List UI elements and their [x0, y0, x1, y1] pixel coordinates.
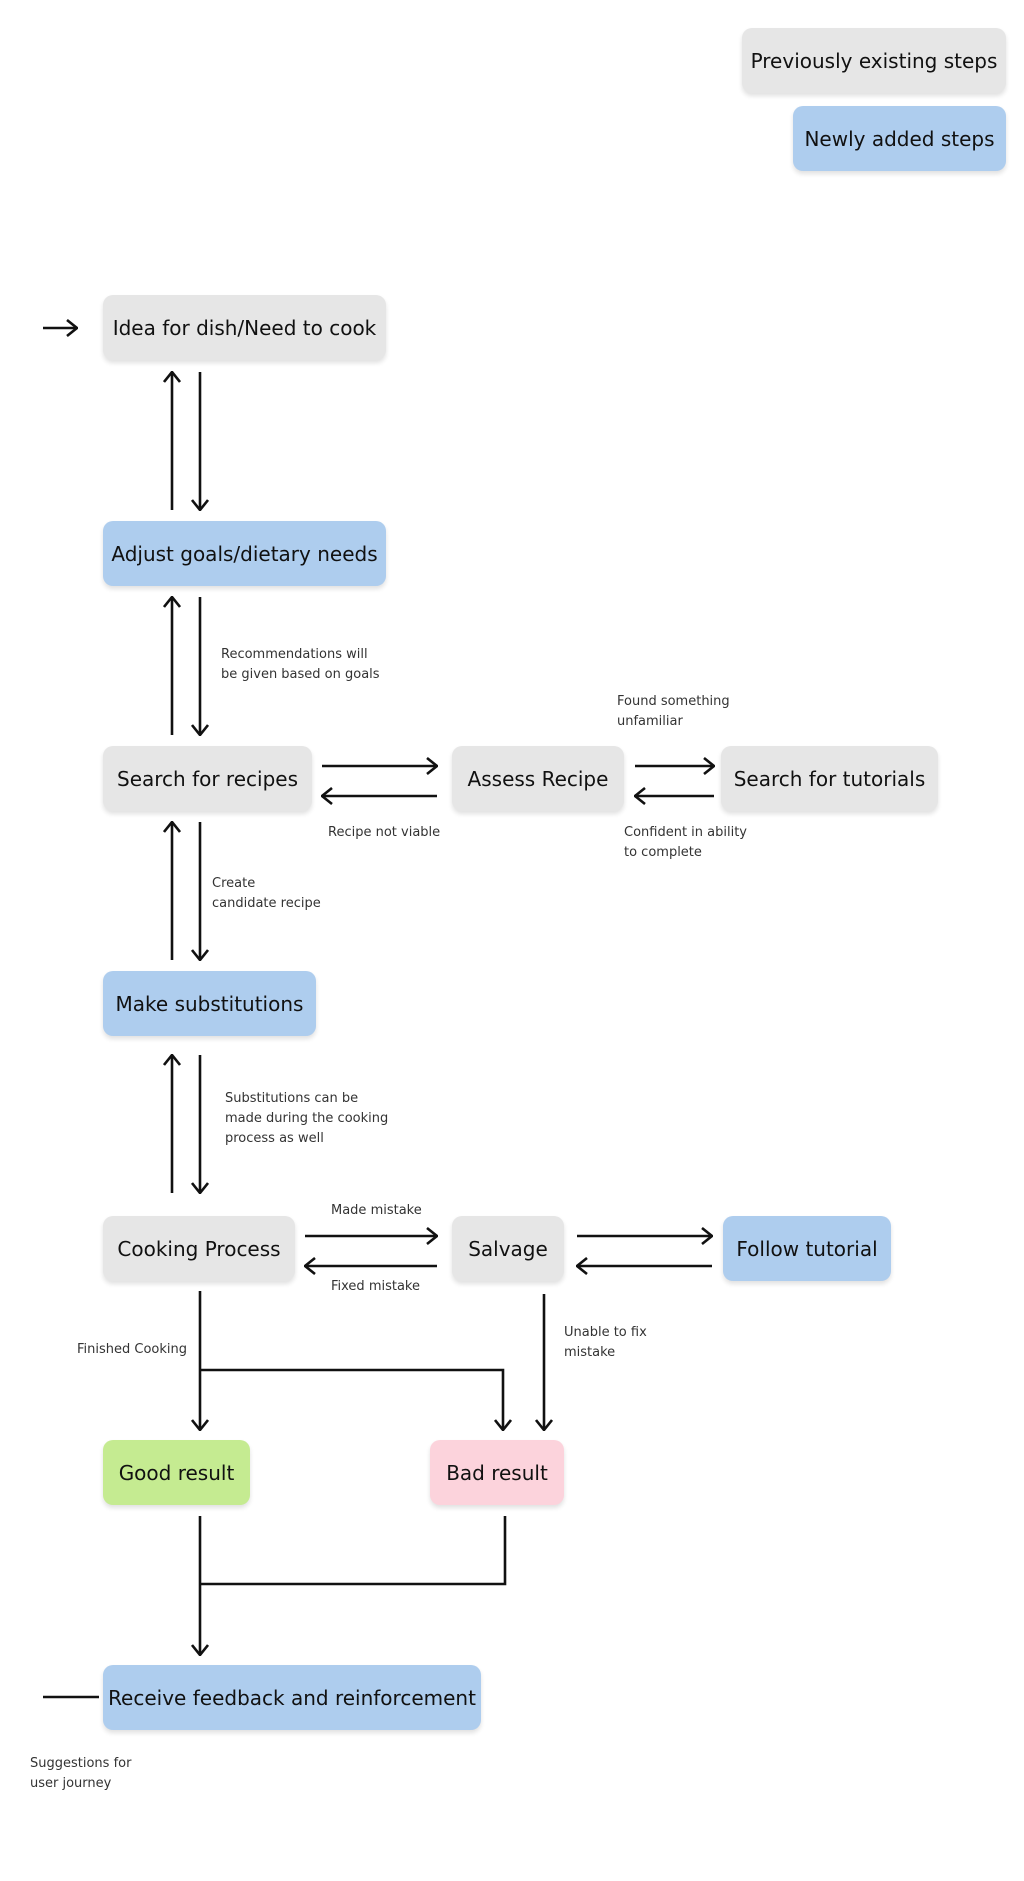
node-idea-label: Idea for dish/Need to cook [112, 315, 377, 340]
label-confident: Confident in ability to complete [624, 825, 748, 860]
label-suggestions: Suggestions for user journey [30, 1756, 132, 1791]
label-found-unfamiliar: Found something unfamiliar [617, 694, 730, 729]
node-make-substitutions[interactable]: Make substitutions [103, 971, 316, 1036]
label-recommendations: Recommendations will be given based on g… [221, 647, 380, 682]
legend-new-label: Newly added steps [804, 126, 995, 151]
node-assess-recipe[interactable]: Assess Recipe [452, 746, 624, 811]
node-adjust-goals[interactable]: Adjust goals/dietary needs [103, 521, 386, 586]
label-recipe-not-viable: Recipe not viable [328, 825, 441, 840]
node-follow-tutorial[interactable]: Follow tutorial [723, 1216, 891, 1281]
label-made-mistake: Made mistake [331, 1203, 422, 1218]
label-substitutions-during: Substitutions can be made during the coo… [225, 1091, 389, 1146]
arrow-cooking-to-bad [200, 1368, 503, 1430]
node-bad-result-label: Bad result [446, 1460, 548, 1485]
node-search-tutorials[interactable]: Search for tutorials [721, 746, 938, 811]
node-feedback[interactable]: Receive feedback and reinforcement [103, 1665, 481, 1730]
node-adjust-goals-label: Adjust goals/dietary needs [111, 541, 378, 566]
node-cooking-process-label: Cooking Process [117, 1236, 281, 1261]
node-search-recipes-label: Search for recipes [117, 766, 298, 791]
node-salvage-label: Salvage [468, 1236, 548, 1261]
line-bad-to-feedback [200, 1516, 507, 1586]
label-finished-cooking: Finished Cooking [77, 1342, 188, 1357]
node-make-substitutions-label: Make substitutions [115, 991, 304, 1016]
legend-new-steps: Newly added steps [793, 106, 1006, 171]
legend-existing-label: Previously existing steps [750, 48, 998, 73]
node-idea[interactable]: Idea for dish/Need to cook [103, 295, 386, 360]
label-fixed-mistake: Fixed mistake [331, 1279, 420, 1294]
label-create-candidate: Create candidate recipe [212, 876, 321, 911]
node-bad-result[interactable]: Bad result [430, 1440, 564, 1505]
node-cooking-process[interactable]: Cooking Process [103, 1216, 295, 1281]
node-feedback-label: Receive feedback and reinforcement [108, 1685, 476, 1710]
node-search-tutorials-label: Search for tutorials [733, 766, 926, 791]
node-assess-recipe-label: Assess Recipe [467, 766, 609, 791]
node-good-result-label: Good result [118, 1460, 235, 1485]
node-follow-tutorial-label: Follow tutorial [736, 1236, 878, 1261]
node-salvage[interactable]: Salvage [452, 1216, 564, 1281]
legend-existing-steps: Previously existing steps [742, 28, 1006, 93]
node-good-result[interactable]: Good result [103, 1440, 250, 1505]
label-unable-to-fix: Unable to fix mistake [564, 1325, 647, 1360]
node-search-recipes[interactable]: Search for recipes [103, 746, 312, 811]
